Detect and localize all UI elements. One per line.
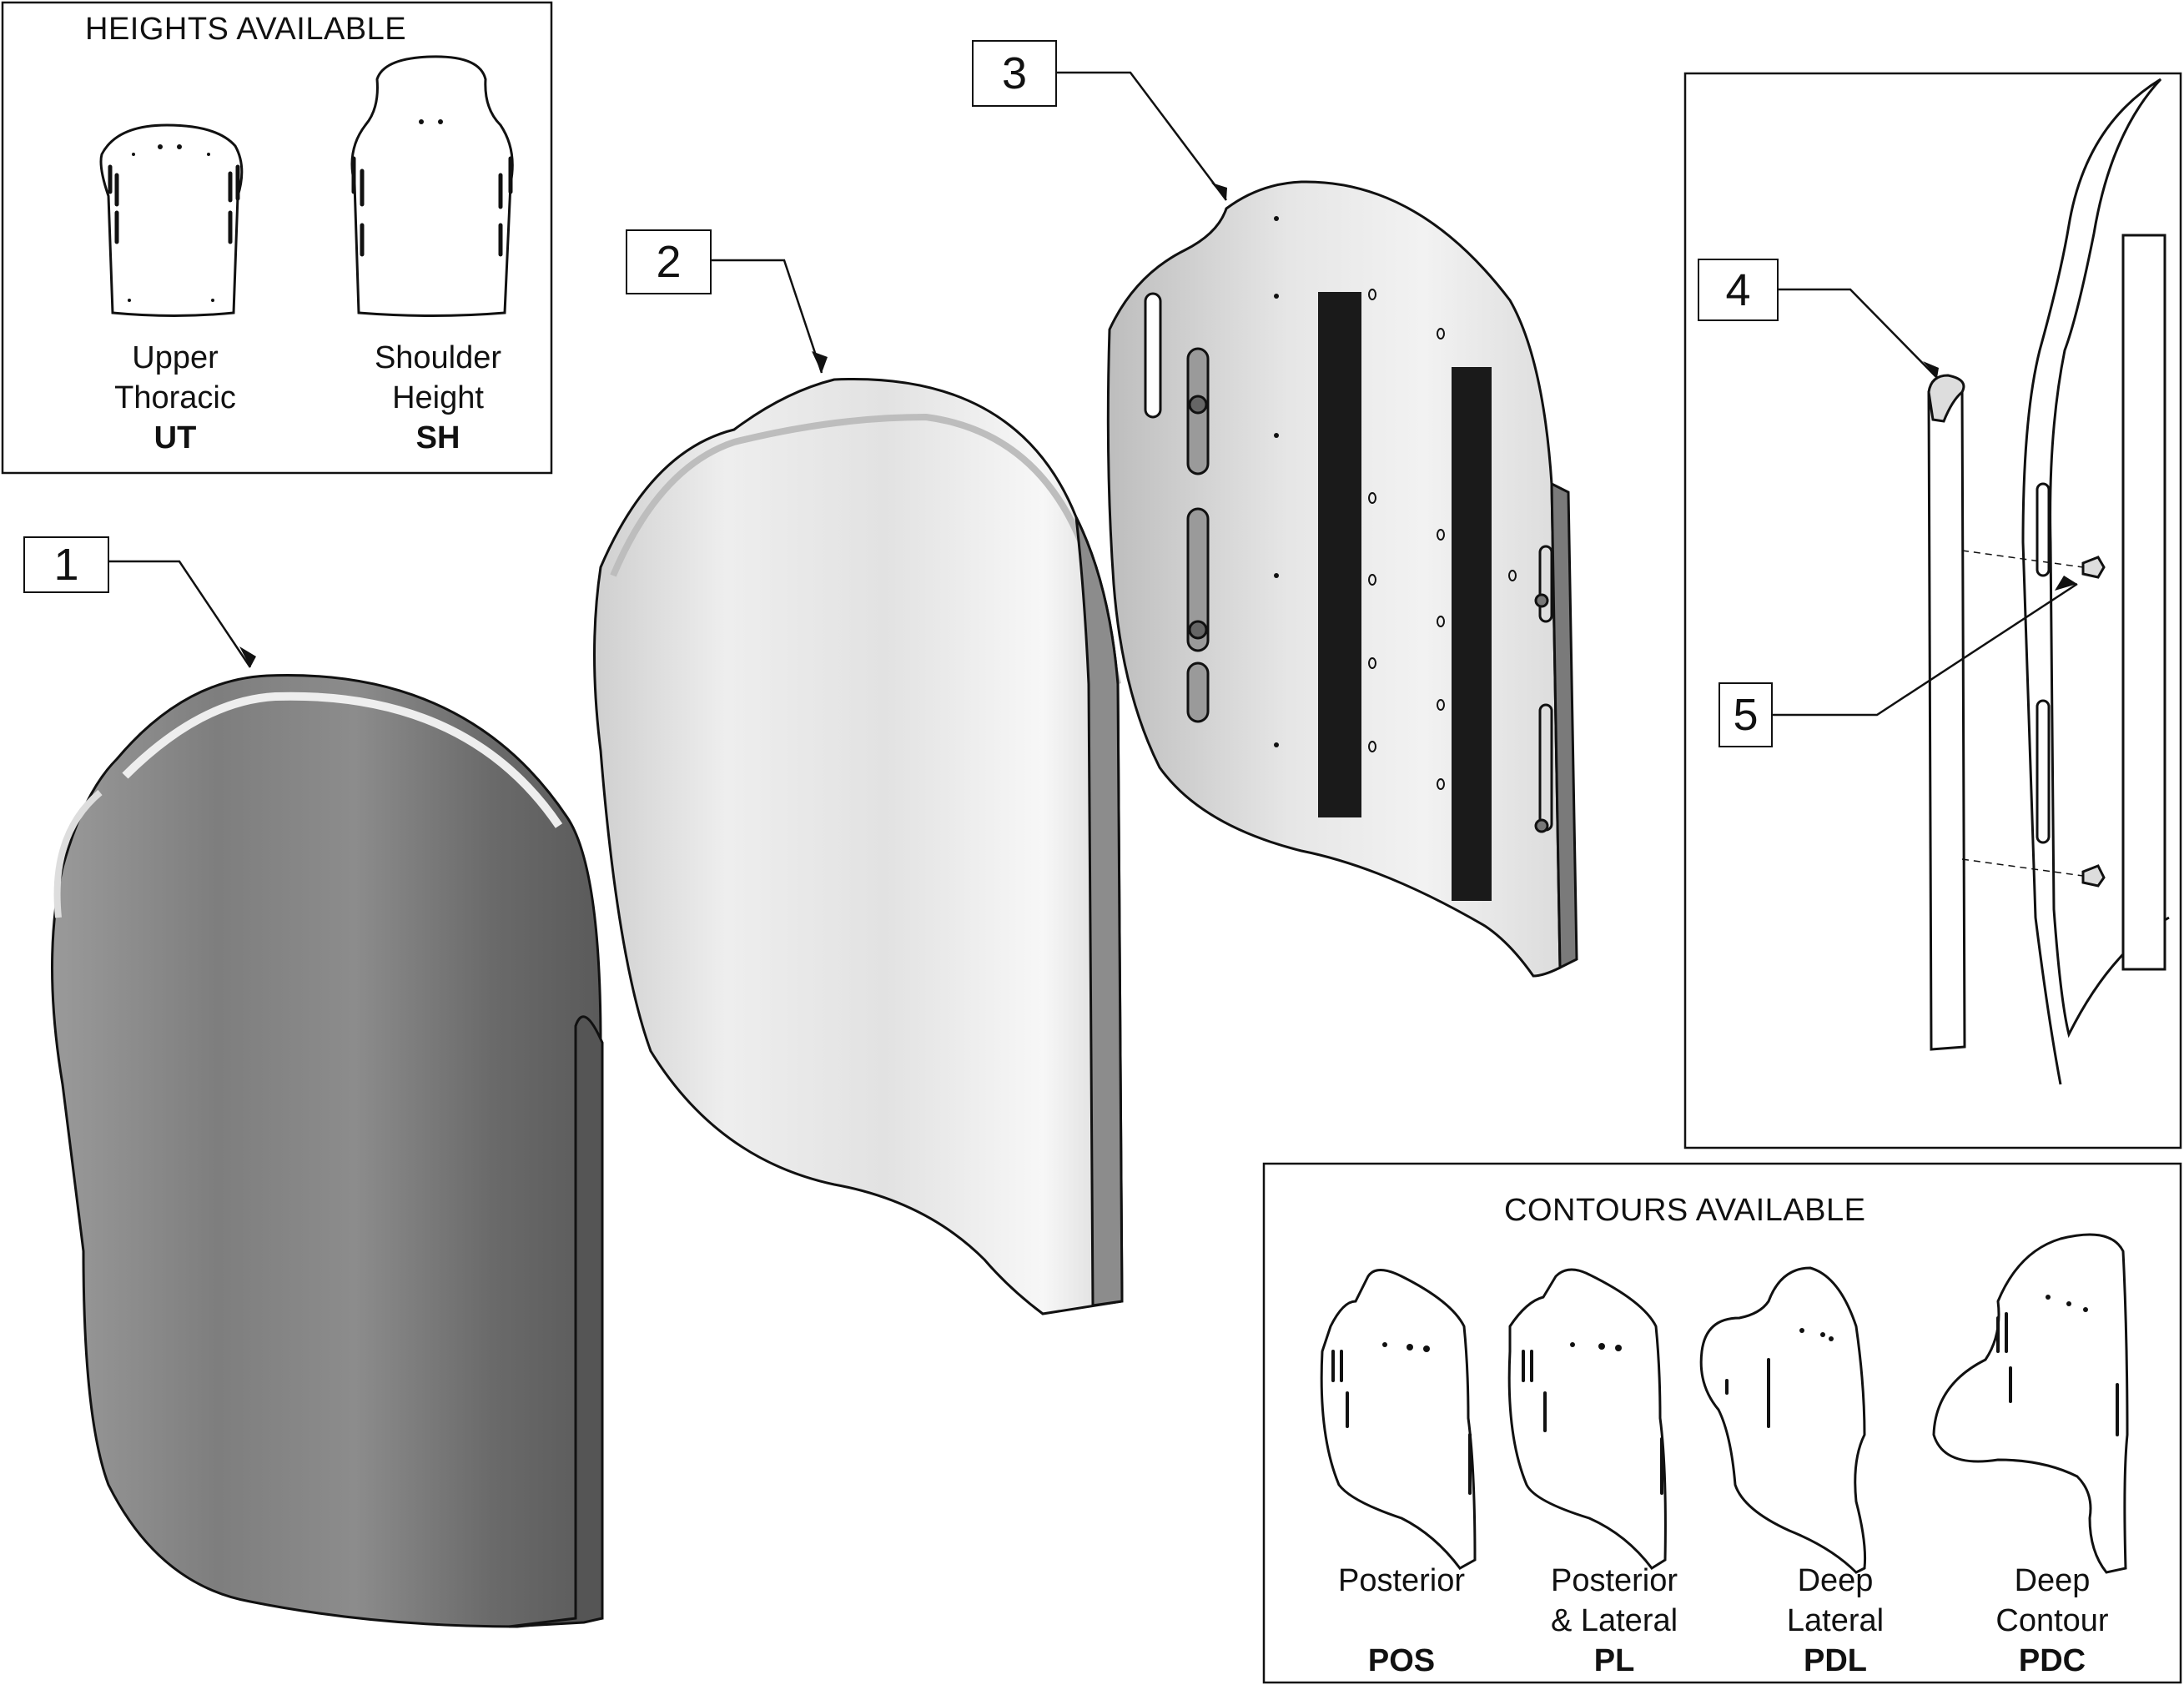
mounting-rail [1927, 374, 1966, 1051]
upper-thoracic-back-icon [99, 123, 244, 317]
contour-option-pdl: Deep Lateral PDL [1748, 1561, 1923, 1681]
leader-lines [108, 71, 2078, 717]
deep-lateral-contour-icon [1699, 1266, 1867, 1574]
shell-bolt-upper [1188, 395, 1208, 415]
contour-option-pdc: Deep Contour PDC [1965, 1561, 2140, 1681]
contour-pdc-code: PDC [2018, 1643, 2086, 1678]
contour-pl-line2: & Lateral [1550, 1603, 1678, 1638]
contour-pos-line1: Posterior [1337, 1563, 1466, 1598]
callout-5: 5 [1719, 682, 1773, 747]
contour-pl-code: PL [1593, 1643, 1635, 1678]
heights-ut-code: UT [153, 420, 197, 455]
contours-inset-title: CONTOURS AVAILABLE [1504, 1193, 1866, 1228]
callout-4: 4 [1698, 259, 1779, 321]
deep-contour-icon [1932, 1233, 2129, 1574]
shell-strip-left [1318, 292, 1361, 817]
foam-cushion [593, 377, 1124, 1315]
contour-pdc-line1: Deep [2014, 1563, 2091, 1598]
heights-inset-title: HEIGHTS AVAILABLE [85, 12, 407, 47]
heights-sh-line2: Height [392, 380, 484, 415]
shell-side-detail [2021, 78, 2170, 1085]
contour-pos-line2 [1314, 1601, 1489, 1641]
contour-pos-code: POS [1367, 1643, 1436, 1678]
screw-axis-lines [1961, 550, 2084, 877]
callout-1: 1 [23, 536, 109, 593]
heights-sh-line1: Shoulder [374, 340, 502, 375]
posterior-lateral-contour-icon [1507, 1268, 1667, 1571]
contour-option-pl: Posterior & Lateral PL [1527, 1561, 1702, 1681]
heights-option-ut: Upper Thoracic UT [92, 338, 259, 458]
leader-2 [711, 259, 823, 374]
heights-option-sh: Shoulder Height SH [350, 338, 526, 458]
mounting-screw [2081, 556, 2106, 888]
callout-3: 3 [972, 40, 1057, 107]
shell-bolt-lower [1188, 620, 1208, 640]
leader-3 [1055, 71, 1227, 201]
leader-5 [1771, 582, 2078, 717]
callout-2: 2 [626, 229, 712, 294]
contour-pdl-line1: Deep [1797, 1563, 1874, 1598]
contour-pdc-line2: Contour [1995, 1603, 2109, 1638]
posterior-contour-icon [1320, 1269, 1477, 1570]
heights-ut-line2: Thoracic [114, 380, 236, 415]
leader-arrowheads [239, 183, 2077, 667]
contour-pl-line1: Posterior [1550, 1563, 1678, 1598]
leader-1 [108, 560, 252, 668]
back-shell [1106, 180, 1578, 978]
shell-strip-right [1452, 367, 1492, 901]
shoulder-height-back-icon [350, 55, 514, 317]
heights-sh-code: SH [415, 420, 460, 455]
contour-pdl-line2: Lateral [1786, 1603, 1885, 1638]
back-cover [51, 673, 604, 1628]
contour-option-pos: Posterior POS [1314, 1561, 1489, 1681]
contour-pdl-code: PDL [1804, 1643, 1867, 1678]
leader-4 [1777, 288, 1938, 379]
heights-ut-line1: Upper [132, 340, 219, 375]
